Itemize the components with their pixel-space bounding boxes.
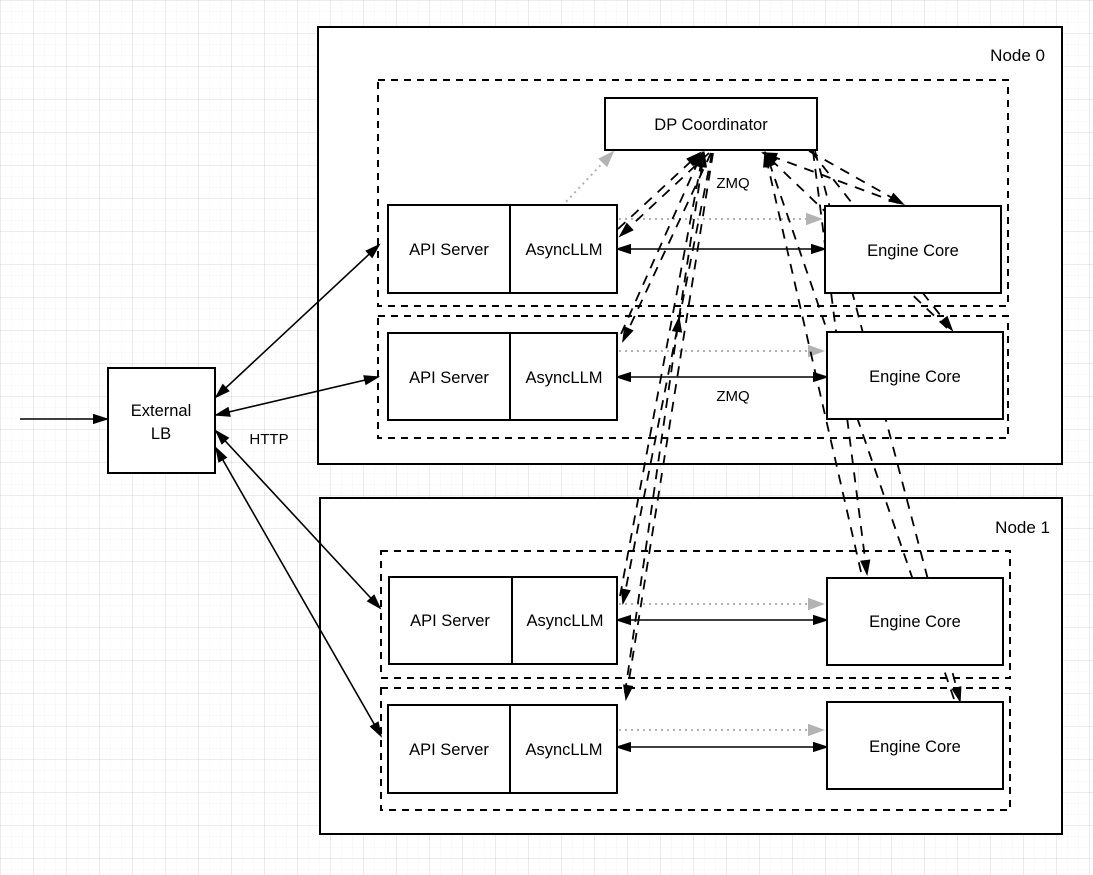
- box-engine-core-node1-row2: [826, 701, 1004, 790]
- box-api-server-node0-row2: [387, 332, 618, 421]
- box-external-lb-label: External: [131, 402, 192, 420]
- box-engine-core-node0-row2: [826, 331, 1004, 420]
- edge-engine-to-coord-n0r1: [760, 152, 899, 204]
- box-engine-core-node1-row2-label: Engine Core: [869, 738, 961, 756]
- http-label: HTTP: [249, 431, 288, 448]
- node0-label: Node 0: [990, 46, 1045, 65]
- box-api-server-node1-row2-label-1: AsyncLLM: [525, 741, 602, 759]
- box-api-server-node0-row1-label-1: AsyncLLM: [525, 241, 602, 259]
- edge-coord-to-async-n1r2: [623, 152, 714, 702]
- edge-async-to-coord-n0r1: [617, 151, 702, 230]
- box-api-server-node1-row2: [387, 704, 618, 794]
- edge-lb-api-n1r2: [214, 446, 383, 738]
- edge-lb-api-n0r1: [214, 243, 381, 399]
- box-external-lb-label-1: LB: [151, 425, 171, 443]
- box-api-server-node1-row2-label: API Server: [409, 741, 489, 759]
- box-engine-core-node0-row2-label: Engine Core: [869, 368, 961, 386]
- node1-label: Node 1: [995, 518, 1050, 537]
- group-node1-row1: [380, 550, 1011, 679]
- box-api-server-node1-row1: [388, 576, 618, 665]
- box-engine-core-node1-row1: [826, 577, 1004, 666]
- box-dp-coordinator: [604, 97, 818, 151]
- box-engine-core-node1-row1-label: Engine Core: [869, 613, 961, 631]
- edge-coord-to-async-n1r1: [620, 152, 713, 606]
- edge-async-coord-dotted: [561, 150, 615, 207]
- box-api-server-node1-row1-label: API Server: [410, 612, 490, 630]
- edge-async-to-coord-n1r2-lower: [624, 315, 683, 694]
- group-node1-row2: [380, 687, 1011, 811]
- zmq-coordinator-label: ZMQ: [716, 175, 749, 192]
- box-dp-coordinator-label: DP Coordinator: [654, 116, 768, 134]
- group-node0-row2: [377, 315, 1009, 439]
- edge-async-to-coord-n1r1: [619, 150, 706, 597]
- box-api-server-node0-row1-label: API Server: [409, 241, 489, 259]
- edge-async-to-coord-n1r2-upper: [678, 150, 708, 319]
- edge-async-to-coord-n0r2: [620, 151, 703, 335]
- edge-lb-api-n0r2: [213, 375, 381, 417]
- box-external-lb: [107, 367, 216, 474]
- box-api-server-node1-row1-label-1: AsyncLLM: [526, 612, 603, 630]
- box-api-server-node0-row2-label: API Server: [409, 369, 489, 387]
- box-engine-core-node0-row1: [824, 205, 1002, 294]
- zmq-row-label: ZMQ: [716, 388, 749, 405]
- box-engine-core-node0-row1-label: Engine Core: [867, 242, 959, 260]
- box-api-server-node0-row2-label-1: AsyncLLM: [525, 369, 602, 387]
- group-node0-row1: [377, 79, 1009, 307]
- box-api-server-node0-row1: [387, 204, 618, 294]
